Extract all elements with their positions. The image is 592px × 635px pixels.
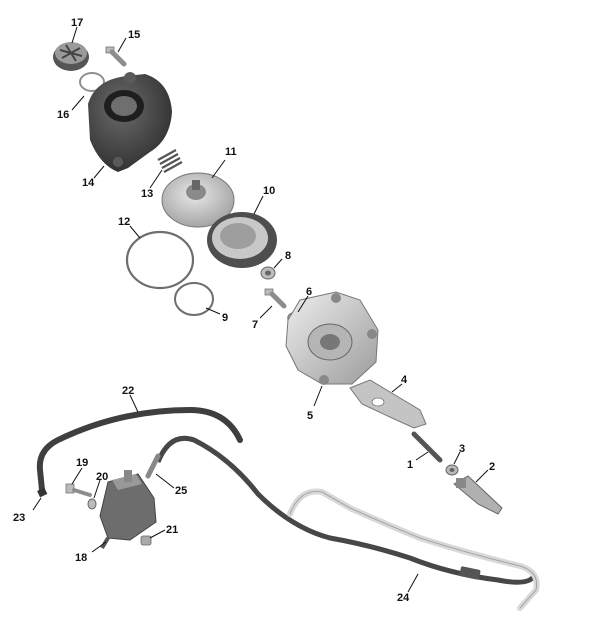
part-oring-9 <box>174 282 214 316</box>
callout-1: 1 <box>407 459 413 471</box>
part-diaphragm <box>161 172 235 228</box>
callout-10: 10 <box>263 185 275 197</box>
callout-24: 24 <box>397 592 410 604</box>
part-pump-cover <box>88 72 172 172</box>
part-screw-15 <box>105 46 127 67</box>
part-washer-3 <box>445 464 459 476</box>
callout-25: 25 <box>175 485 187 497</box>
callout-4: 4 <box>401 374 408 386</box>
part-cap-21 <box>140 535 152 546</box>
callout-19: 19 <box>76 457 88 469</box>
callout-17: 17 <box>71 17 83 29</box>
callout-2: 2 <box>489 461 495 473</box>
part-pump-body <box>285 291 379 385</box>
callout-21: 21 <box>166 524 178 536</box>
part-fitting-25 <box>145 453 161 479</box>
part-washer-20 <box>87 498 97 510</box>
callout-13: 13 <box>141 188 153 200</box>
part-washer-8 <box>260 266 276 280</box>
part-gasket <box>349 379 427 429</box>
part-screw-7 <box>264 288 287 309</box>
part-spring <box>157 149 183 173</box>
part-bolt-1 <box>411 431 443 463</box>
callout-15: 15 <box>128 29 140 41</box>
callout-7: 7 <box>252 319 258 331</box>
part-oring-12 <box>125 230 195 290</box>
part-hose-24 <box>155 435 540 611</box>
part-clip-23 <box>37 487 48 498</box>
callout-3: 3 <box>459 443 465 455</box>
part-oring-16 <box>79 72 105 92</box>
callout-14: 14 <box>82 177 95 189</box>
part-hose-22 <box>36 406 243 493</box>
part-screw-19 <box>65 483 92 497</box>
part-fitting <box>453 475 503 515</box>
callout-11: 11 <box>225 146 237 158</box>
leader-lines <box>32 26 489 593</box>
part-housing-ring <box>207 212 277 268</box>
part-filter-cap <box>53 42 89 71</box>
callout-12: 12 <box>118 216 130 228</box>
part-valve <box>99 470 157 550</box>
callout-8: 8 <box>285 250 291 262</box>
callout-16: 16 <box>57 109 69 121</box>
callout-9: 9 <box>222 312 228 324</box>
callout-20: 20 <box>96 471 108 483</box>
callout-6: 6 <box>306 286 312 298</box>
callout-18: 18 <box>75 552 87 564</box>
callout-22: 22 <box>122 385 134 397</box>
callout-5: 5 <box>307 410 313 422</box>
callout-labels: 17 15 16 14 13 11 10 12 8 6 9 7 4 5 3 1 … <box>13 17 495 604</box>
callout-23: 23 <box>13 512 25 524</box>
